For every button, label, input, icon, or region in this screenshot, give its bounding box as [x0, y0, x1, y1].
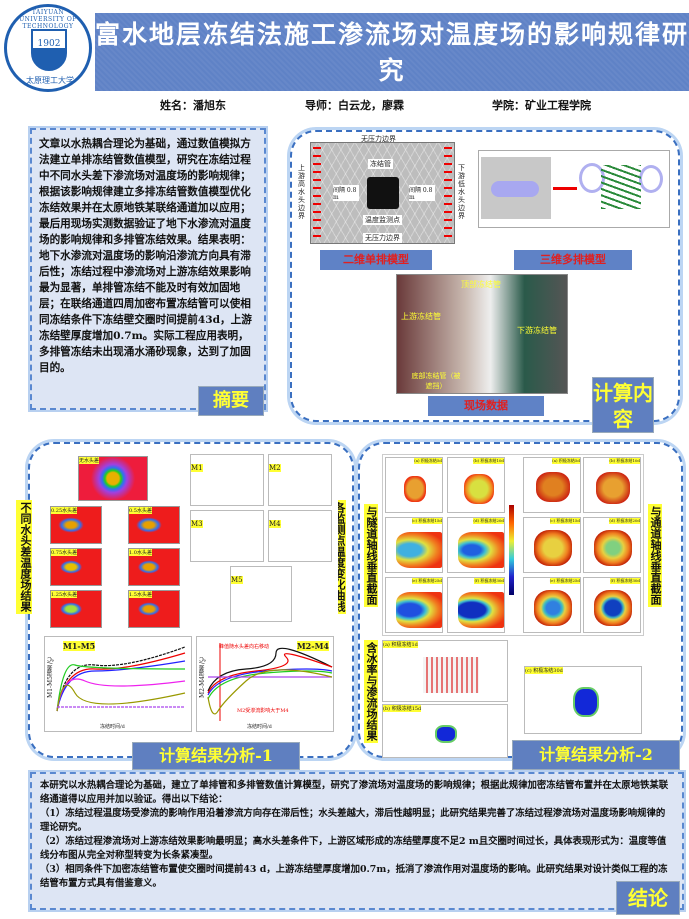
results-1-panel: 不同水头差温度场结果 各监测点温度变化曲线 无水头差 0.25水头差 0.5水头…	[16, 442, 354, 758]
chart-m1-m5-lines	[56, 646, 186, 712]
abstract-text: 文章以水热耦合理论为基础，通过数值模拟方法建立单排冻结管数值模型，研究在冻结过程…	[39, 138, 252, 374]
heat-map: 1.0水头差	[128, 548, 180, 586]
chart-note: 峰值随水头差向右移动	[219, 644, 270, 650]
ice-frame: (c) 积极冻结30d	[524, 666, 642, 734]
pipe-label: 冻结管	[368, 159, 393, 169]
top-boundary-label: 无压力边界	[361, 135, 396, 143]
section-frame: (c) 积极冻结15d	[523, 517, 581, 573]
section-figures: (a) 积极冻结5d (b) 积极冻结10d (c) 积极冻结15d (d) 积…	[382, 454, 644, 636]
section-frame: (b) 积极冻结10d	[447, 457, 505, 513]
section-frame: (f) 积极冻结30d	[447, 577, 505, 633]
x-label: 冻结时间/d	[100, 724, 125, 730]
site-top-label: 顶部冻结管	[461, 280, 501, 289]
heat-map: 1.5水头差	[128, 590, 180, 628]
advisor: 导师：白云龙，廖霖	[305, 99, 404, 112]
section-frame: (d) 积极冻结20d	[447, 517, 505, 573]
conclusion-point-3: （3）相同条件下加密冻结管布置使交圈时间提前43 d，上游冻结壁厚度增加0.7m…	[40, 864, 668, 889]
curve-chart-m2: M2	[268, 454, 332, 506]
curve-chart-m1: M1	[190, 454, 264, 506]
site-down-label: 下游冻结管	[517, 326, 557, 335]
res2-bottom-vertical-label: 含冰率与渗流场结果	[364, 640, 378, 743]
section-frame: (f) 积极冻结30d	[583, 577, 641, 633]
conclusion-box: 本研究以水热耦合理论为基础，建立了单排管和多排管数值计算模型，研究了渗流场对温度…	[30, 772, 684, 910]
results-1-label: 计算结果分析-1	[132, 742, 300, 770]
logo-ring-text: TAIYUAN UNIVERSITY OF TECHNOLOGY	[19, 9, 77, 30]
ice-frame: (a) 积极冻结1d	[382, 640, 508, 702]
poster-title: 富水地层冻结法施工渗流场对温度场的影响规律研究	[95, 13, 689, 91]
chart-m2-m4: M2-M4温差/℃ M2-M4 峰值随水头差向右移动 M2受渗流影响大于M4 冻…	[196, 636, 334, 732]
results-2-panel: 与隧道轴线垂直截面 与通道轴线垂直截面 含冰率与渗流场结果 (a) 积极冻结5d…	[358, 442, 683, 758]
conclusion-label: 结论	[616, 881, 680, 915]
conclusion-point-1: （1）冻结过程温度场受渗流的影响作用沿着渗流方向存在滞后性；水头差越大，滞后性越…	[40, 808, 666, 833]
arrow-icon	[553, 187, 577, 190]
heat-map: 0.5水头差	[128, 506, 180, 544]
chart-note: M2受渗流影响大于M4	[237, 708, 289, 714]
section-frame: (e) 积极冻结25d	[385, 577, 443, 633]
heat-map: 0.75水头差	[50, 548, 102, 586]
conclusion-point-2: （2）冻结过程渗流场对上游冻结效果影响最明显；高水头差条件下，上游区域形成的冻结…	[40, 836, 667, 861]
section-frame: (b) 积极冻结10d	[583, 457, 641, 513]
model-2d-caption: 二维单排模型	[320, 250, 432, 270]
left-boundary-label: 上游高水头边界	[298, 164, 305, 220]
section-frame: (e) 积极冻结25d	[523, 577, 581, 633]
section-frame: (a) 积极冻结5d	[385, 457, 443, 513]
color-scale	[509, 505, 514, 595]
site-up-label: 上游冻结管	[401, 312, 441, 321]
logo-cn-name: 太原理工大学	[26, 76, 74, 85]
chart-m1-m5: M1-M5温差/℃ M1-M5 冻结时间/d	[44, 636, 192, 732]
section-frame: (d) 积极冻结20d	[583, 517, 641, 573]
heat-map: 1.25水头差	[50, 590, 102, 628]
ice-frame: (b) 积极冻结15d	[382, 704, 508, 758]
res2-left-vertical-label: 与隧道轴线垂直截面	[364, 504, 378, 607]
heat-map: 0.25水头差	[50, 506, 102, 544]
site-photo: 顶部冻结管 上游冻结管 下游冻结管 底部冻结管（被遮挡）	[396, 274, 568, 394]
section-frame: (c) 积极冻结15d	[385, 517, 443, 573]
abstract-box: 文章以水热耦合理论为基础，通过数值模拟方法建立单排冻结管数值模型，研究在冻结过程…	[30, 128, 266, 410]
site-caption: 现场数据	[428, 396, 544, 416]
chart-title: M1-M5	[63, 641, 96, 651]
upstream-arrows	[313, 147, 321, 241]
curve-chart-m3: M3	[190, 510, 264, 562]
y-label: M1-M5温差/℃	[47, 655, 54, 698]
res1-left-vertical-label: 不同水头差温度场结果	[16, 500, 32, 614]
chart-title: M2-M4	[296, 641, 329, 651]
downstream-arrows	[444, 147, 452, 241]
curve-chart-m4: M4	[268, 510, 332, 562]
gap-label-left: 间隔 0.8 m	[333, 185, 359, 201]
model-3d-figure	[478, 150, 670, 228]
gap-label-right: 间隔 0.8 m	[409, 185, 435, 201]
freeze-pipe-ring	[367, 177, 399, 209]
chart-m2-m4-lines	[207, 643, 333, 721]
logo-shield-icon	[31, 29, 67, 71]
results-2-label: 计算结果分析-2	[512, 740, 680, 770]
logo-year: 1902	[37, 39, 61, 49]
university-logo: TAIYUAN UNIVERSITY OF TECHNOLOGY 1902 太原…	[4, 4, 92, 92]
section-frame: (a) 积极冻结5d	[523, 457, 581, 513]
calc-content-panel: 无压力边界 冻结管 间隔 0.8 m 间隔 0.8 m 温度监测点 无压力边界 …	[290, 130, 680, 422]
res1-figures: 无水头差 0.25水头差 0.5水头差 0.75水头差 1.0水头差 1.25水…	[48, 454, 338, 632]
heat-map: 无水头差	[78, 456, 148, 501]
x-label: 冻结时间/d	[247, 724, 272, 730]
model-2d-figure: 无压力边界 冻结管 间隔 0.8 m 间隔 0.8 m 温度监测点 无压力边界	[310, 135, 455, 244]
monitor-label: 温度监测点	[363, 215, 402, 225]
model-3d-caption: 三维多排模型	[514, 250, 632, 270]
right-boundary-label: 下游低水头边界	[458, 164, 465, 220]
abstract-label: 摘要	[198, 386, 264, 416]
author-name: 姓名：潘旭东	[160, 99, 226, 112]
college: 学院：矿业工程学院	[492, 99, 591, 112]
conclusion-intro: 本研究以水热耦合理论为基础，建立了单排管和多排管数值计算模型，研究了渗流场对温度…	[40, 780, 669, 805]
site-bottom-label: 底部冻结管（被遮挡）	[411, 372, 461, 390]
res2-right-vertical-label: 与通道轴线垂直截面	[648, 504, 662, 607]
calc-content-label: 计算内容	[592, 377, 654, 433]
curve-chart-m5: M5	[230, 566, 292, 622]
bottom-boundary-label: 无压力边界	[363, 233, 402, 243]
